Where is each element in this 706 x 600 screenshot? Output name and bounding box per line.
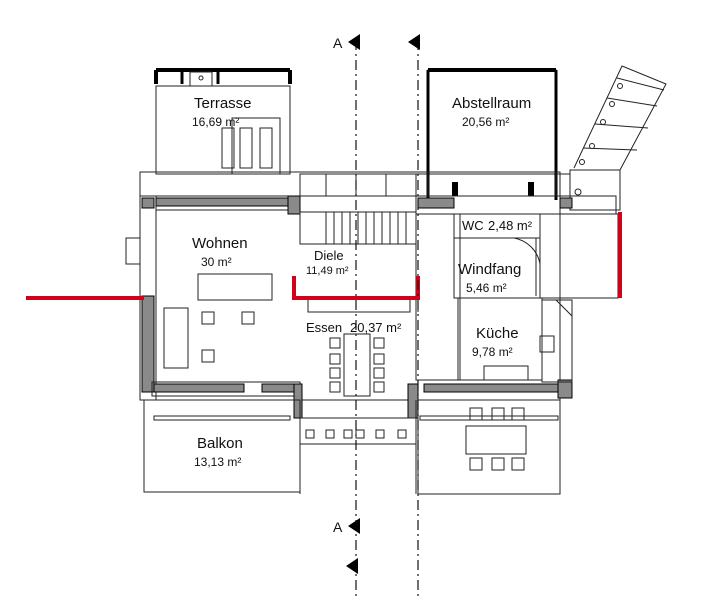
wc-name: WC — [462, 218, 484, 233]
terrasse-area-text: 16,69 m² — [192, 115, 239, 129]
section-arrow-bottom-left — [348, 518, 360, 534]
diele-name: Diele — [314, 248, 344, 263]
wc-area-text: 2,48 m² — [488, 218, 533, 233]
abstellraum-area-text: 20,56 m² — [462, 115, 509, 129]
kueche-name: Küche — [476, 325, 519, 342]
windfang-name: Windfang — [458, 261, 521, 278]
essen-furniture — [307, 297, 419, 397]
wohnen-area-text: 30 m² — [201, 255, 232, 269]
terrasse-name: Terrasse — [194, 95, 252, 112]
abstellraum-area — [426, 68, 558, 200]
kueche-area-text: 9,78 m² — [472, 345, 513, 359]
section-label-top: A — [333, 35, 343, 51]
north-facade — [299, 173, 571, 197]
balkon-name: Balkon — [197, 435, 243, 452]
section-arrow-top-left — [348, 34, 360, 50]
section-label-bottom: A — [333, 519, 343, 535]
balkon-area-text: 13,13 m² — [194, 455, 241, 469]
section-markers — [346, 34, 420, 574]
essen-name: Essen — [306, 320, 342, 335]
wohnen-name: Wohnen — [192, 235, 248, 252]
abstellraum-name: Abstellraum — [452, 95, 531, 112]
exterior-stair — [569, 65, 667, 211]
section-arrow-bottom-far — [346, 558, 358, 574]
east-wing-walls — [415, 213, 619, 383]
section-arrow-top-right — [408, 34, 420, 50]
room-labels: A A Terrasse 16,69 m² Abstellraum 20,56 … — [192, 35, 533, 535]
terrasse-area — [154, 68, 292, 175]
essen-area-text: 20,37 m² — [350, 320, 402, 335]
windfang-area-text: 5,46 m² — [466, 281, 507, 295]
diele-area-text: 11,49 m² — [306, 265, 349, 277]
wohnen-furniture — [163, 273, 273, 369]
section-lines — [355, 40, 419, 600]
diele-stairs — [299, 211, 417, 245]
